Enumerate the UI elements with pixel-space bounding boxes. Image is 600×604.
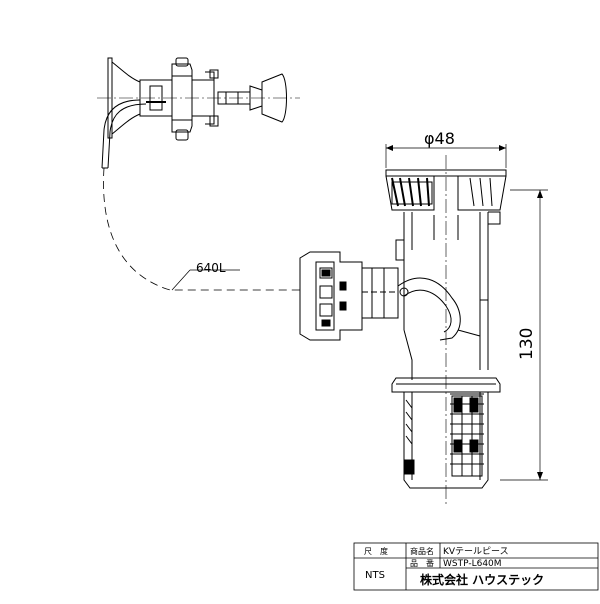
title-block (353, 542, 599, 591)
part-number: WSTP-L640M (443, 559, 502, 569)
scale-value: NTS (365, 570, 385, 581)
diameter-label: φ48 (424, 129, 455, 148)
company-name: 株式会社 ハウステック (420, 572, 544, 587)
product-name: KVテールピース (443, 546, 509, 557)
cable-length-annotation: 640L (171, 261, 240, 291)
height-label: 130 (517, 328, 537, 360)
tail-piece-body (299, 144, 548, 505)
cable-path (103, 167, 300, 291)
scale-label: 尺 度 (364, 546, 388, 556)
lever-handle-assembly (97, 57, 300, 169)
part-number-label: 品 番 (410, 558, 434, 568)
cable-length-label: 640L (196, 261, 226, 275)
product-name-label: 商品名 (410, 546, 434, 556)
